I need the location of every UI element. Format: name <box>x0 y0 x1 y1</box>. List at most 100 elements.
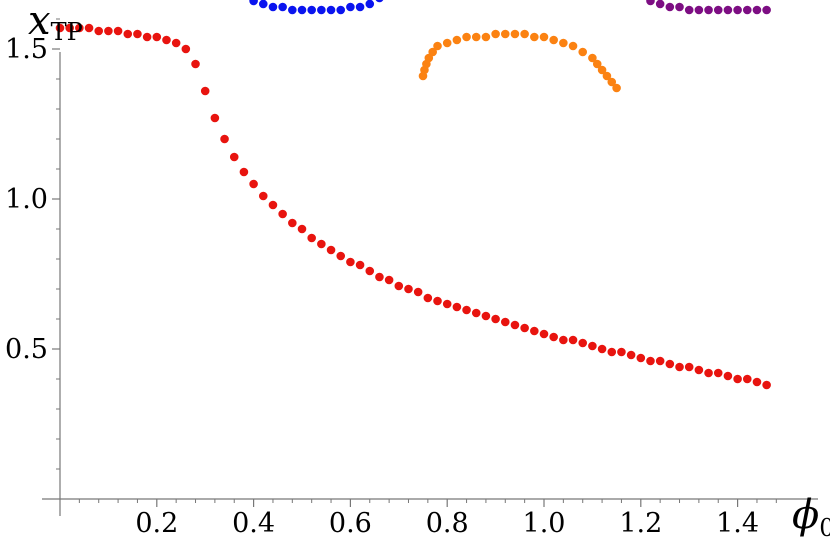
data-point <box>375 0 384 3</box>
data-point <box>752 5 762 15</box>
data-point <box>549 332 558 342</box>
y-axis-title-subscript: TP <box>51 18 83 46</box>
data-point <box>75 23 84 33</box>
data-point <box>249 0 258 6</box>
data-point <box>404 284 413 294</box>
data-point <box>723 371 733 381</box>
data-point <box>500 29 510 39</box>
x-tick-label: 0.8 <box>426 508 469 539</box>
data-point <box>268 200 278 210</box>
y-axis-title: xTP <box>28 0 83 46</box>
y-tick-label: 0.5 <box>5 334 48 365</box>
data-point <box>452 35 462 45</box>
data-point <box>394 281 404 291</box>
data-point <box>578 47 588 57</box>
data-point <box>297 5 307 15</box>
data-point <box>694 5 704 15</box>
x-axis-title-subscript: 0 <box>819 514 830 542</box>
data-point <box>578 338 588 348</box>
data-point <box>123 29 133 39</box>
data-point <box>694 365 704 375</box>
data-point <box>452 302 462 312</box>
data-point <box>442 299 452 309</box>
data-point <box>288 218 297 228</box>
data-point <box>597 344 607 354</box>
data-point <box>612 83 621 93</box>
data-point <box>346 257 355 267</box>
data-point <box>326 5 336 15</box>
y-tick-label: 1.5 <box>5 34 48 65</box>
ticks <box>52 18 777 507</box>
data-point <box>588 341 597 351</box>
data-point <box>336 5 346 15</box>
data-point <box>297 224 307 234</box>
series-1 <box>55 23 771 390</box>
data-point <box>704 368 713 378</box>
data-point <box>675 2 684 12</box>
data-point <box>762 5 771 15</box>
data-point <box>355 2 365 12</box>
data-point <box>278 2 287 12</box>
data-point <box>258 0 268 9</box>
data-point <box>200 86 210 96</box>
data-point <box>365 0 375 9</box>
data-point <box>520 323 529 333</box>
data-point <box>762 380 771 390</box>
data-point <box>733 374 742 384</box>
data-point <box>375 272 384 282</box>
data-point <box>307 233 316 243</box>
data-point <box>626 350 636 360</box>
data-point <box>94 26 104 36</box>
data-point <box>559 38 568 48</box>
data-point <box>733 5 742 15</box>
data-point <box>220 134 229 144</box>
data-point <box>665 2 675 12</box>
data-point <box>539 32 549 42</box>
data-point <box>355 260 365 270</box>
data-point <box>684 5 694 15</box>
data-point <box>481 32 491 42</box>
data-point <box>481 311 491 321</box>
data-point <box>675 362 684 372</box>
data-point <box>646 356 655 366</box>
tick-labels: 0.20.40.60.81.01.21.40.51.01.52.02.5 <box>5 34 759 539</box>
data-point <box>597 65 607 75</box>
data-point <box>636 353 646 363</box>
series-4 <box>418 29 621 93</box>
data-point <box>181 44 191 54</box>
data-point <box>646 0 655 6</box>
data-point <box>191 59 200 69</box>
data-point <box>423 293 433 303</box>
data-point <box>239 167 249 177</box>
data-point <box>278 209 287 219</box>
data-point <box>171 38 181 48</box>
data-point <box>471 308 481 318</box>
data-point <box>307 5 316 15</box>
data-point <box>152 32 162 42</box>
data-point <box>249 179 258 189</box>
data-point <box>559 335 568 345</box>
x-tick-label: 0.2 <box>135 508 178 539</box>
data-point <box>142 32 152 42</box>
data-point <box>428 47 437 57</box>
x-axis-title: ϕ0 <box>792 492 830 542</box>
data-point <box>752 377 762 387</box>
data-point <box>510 320 520 330</box>
data-point <box>500 317 510 327</box>
data-point <box>617 347 626 357</box>
data-point <box>491 314 500 324</box>
data-point <box>742 5 752 15</box>
x-axis-title-main: ϕ <box>792 492 819 538</box>
data-point <box>592 59 602 69</box>
data-point <box>568 41 578 51</box>
data-point <box>413 287 423 297</box>
data-point <box>229 152 239 162</box>
y-axis-title-main: x <box>28 0 51 44</box>
data-point <box>607 347 617 357</box>
data-point <box>530 32 539 42</box>
data-point <box>568 335 578 345</box>
data-point <box>462 32 471 42</box>
data-point <box>665 359 675 369</box>
x-tick-label: 1.0 <box>523 508 566 539</box>
data-point <box>655 356 665 366</box>
